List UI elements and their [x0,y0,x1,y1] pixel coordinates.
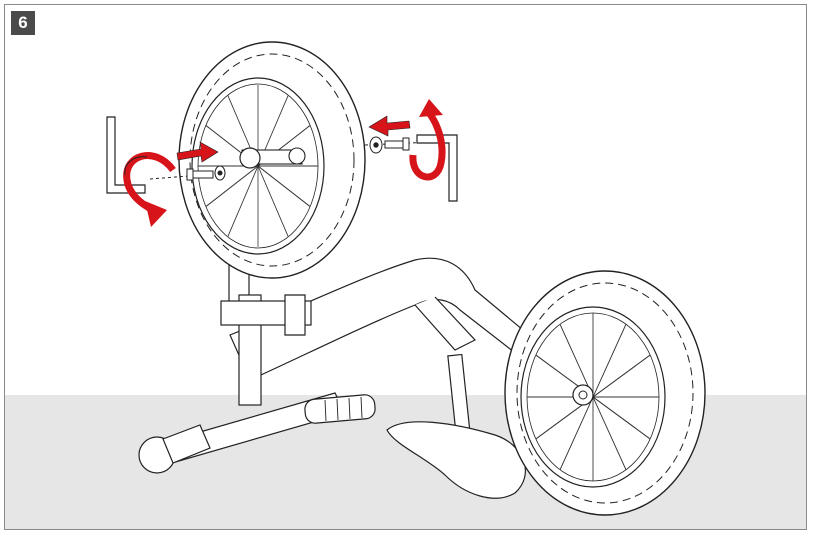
step-number-badge: 6 [11,11,35,35]
handlebar [138,392,376,474]
hex-key-icon [106,116,146,194]
left-axle-bolt [149,165,228,181]
hex-key-icon [416,134,458,202]
insert-arrow-icon [368,115,411,137]
insert-arrow-icon [176,141,219,163]
front-wheel [178,41,366,279]
rotate-arrow-icon [123,152,176,227]
assembly-illustration [106,41,706,516]
instruction-frame: 6 [4,4,807,530]
rear-wheel [504,270,706,516]
bike-seat [386,353,526,499]
rotate-arrow-icon [409,99,446,181]
